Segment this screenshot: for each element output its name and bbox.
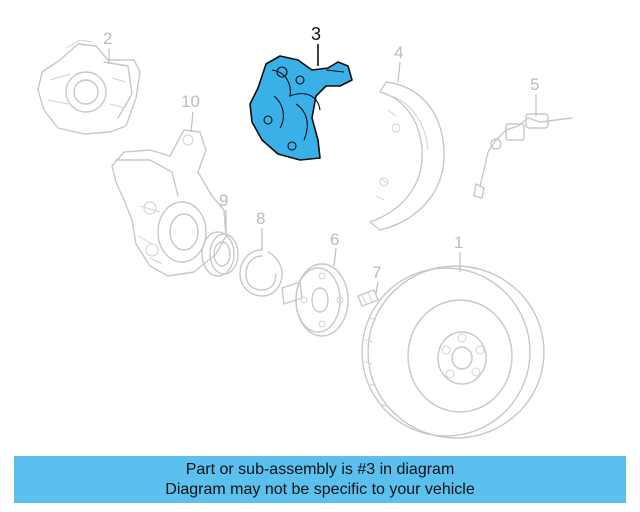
part-3-caliper-bracket[interactable] [249,55,353,161]
part-2-caliper[interactable] [37,39,141,135]
callout-7[interactable]: 7 [372,263,381,282]
banner-line-1: Part or sub-assembly is #3 in diagram [185,460,455,478]
part-5-sensor[interactable] [473,113,573,199]
part-4-splash-shield[interactable] [369,81,445,231]
callout-1[interactable]: 1 [454,233,463,252]
callout-6[interactable]: 6 [330,230,339,249]
part-9-bearing[interactable] [201,231,239,277]
part-1-rotor[interactable] [361,265,545,439]
part-10-knuckle[interactable] [111,129,227,277]
callout-9[interactable]: 9 [219,191,228,210]
callout-8[interactable]: 8 [256,209,265,228]
callout-4[interactable]: 4 [394,43,403,62]
callout-2[interactable]: 2 [103,29,112,48]
callout-10[interactable]: 10 [181,92,200,111]
part-7-bolt[interactable] [357,289,379,307]
callout-3[interactable]: 3 [311,24,321,44]
banner-line-2: Diagram may not be specific to your vehi… [165,480,475,498]
parts-diagram: 2 10 9 8 6 [37,24,573,439]
info-banner: Part or sub-assembly is #3 in diagram Di… [14,456,626,503]
part-8-snap-ring[interactable] [239,249,283,297]
part-6-hub[interactable] [281,263,349,337]
callout-5[interactable]: 5 [530,75,539,94]
